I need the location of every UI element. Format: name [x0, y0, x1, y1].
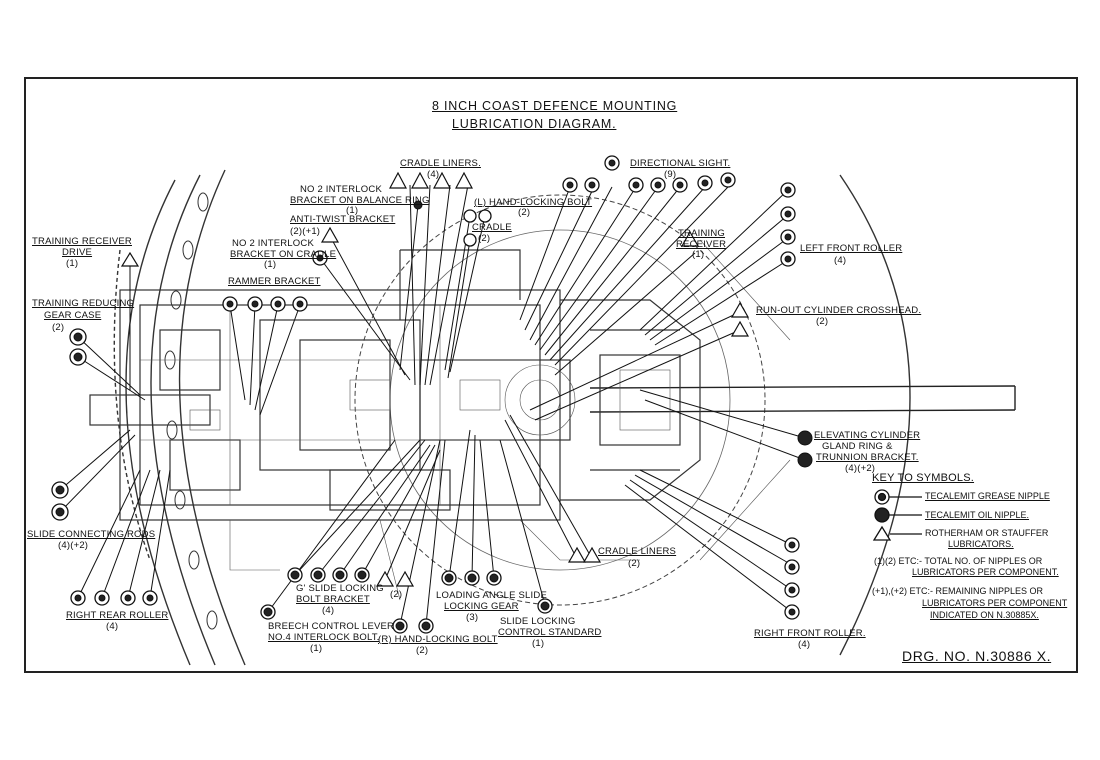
count-training-receiver-drive: (1) [66, 258, 79, 269]
key-oil-nipple: TECALEMIT OIL NIPPLE. [925, 510, 1030, 520]
label-training-reducing-line1: TRAINING REDUCING [32, 298, 135, 309]
count-cradle: (2) [478, 233, 491, 244]
leader-lines [59, 184, 806, 626]
count-r-hand-locking-bolt: (2) [416, 645, 429, 656]
count-slide-connecting-rods: (4)(+2) [58, 540, 89, 551]
count-g-slide-locking: (4) [322, 605, 335, 616]
count-loading-angle: (3) [466, 612, 479, 623]
count-anti-twist-bracket: (2)(+1) [290, 226, 321, 237]
count-cradle-liners-top: (4) [427, 169, 440, 180]
count-training-reducing: (2) [52, 322, 65, 333]
label-loading-angle-line2: LOCKING GEAR [444, 601, 519, 612]
diagram-subtitle: LUBRICATION DIAGRAM. [452, 117, 617, 131]
count-left-front-roller: (4) [834, 255, 847, 266]
label-no2-interlock-balance-line2: BRACKET ON BALANCE RING [290, 195, 430, 206]
count-elevating: (4)(+2) [845, 463, 876, 474]
label-g-slide-locking-line1: G' SLIDE LOCKING [296, 583, 384, 594]
label-breech-control-line1: BREECH CONTROL LEVER [268, 621, 395, 632]
key-rotherham-line2: LUBRICATORS. [948, 539, 1014, 549]
diagram-title: 8 INCH COAST DEFENCE MOUNTING [432, 99, 678, 113]
drawing-number: DRG. NO. N.30886 X. [902, 648, 1052, 664]
label-anti-twist-bracket: ANTI-TWIST BRACKET [290, 214, 396, 225]
label-loading-angle-line1: LOADING ANGLE SLIDE [436, 590, 547, 601]
label-training-reducing-line2: GEAR CASE [44, 310, 102, 321]
count-breech-control: (1) [310, 643, 323, 654]
label-elevating-line2: GLAND RING & [822, 441, 893, 452]
key-rotherham-line1: ROTHERHAM OR STAUFFER [925, 528, 1049, 538]
key-grease-nipple: TECALEMIT GREASE NIPPLE [925, 491, 1050, 501]
label-l-hand-locking-bolt: (L) HAND-LOCKING BOLT [474, 197, 593, 208]
label-left-front-roller: LEFT FRONT ROLLER [800, 243, 903, 254]
label-no2-interlock-balance-line1: NO 2 INTERLOCK [300, 184, 382, 195]
key-total-line1: (1)(2) ETC:- TOTAL NO. OF NIPPLES OR [874, 556, 1043, 566]
label-rammer-bracket: RAMMER BRACKET [228, 276, 321, 287]
key-remaining-line2: LUBRICATORS PER COMPONENT [922, 598, 1068, 608]
label-cradle: CRADLE [472, 222, 512, 233]
label-run-out-cylinder: RUN-OUT CYLINDER CROSSHEAD. [756, 305, 922, 316]
label-r-hand-locking-bolt: (R) HAND-LOCKING BOLT [378, 634, 498, 645]
oil-nipples [55, 159, 813, 631]
count-no2-interlock-balance: (1) [346, 205, 359, 216]
count-slide-locking-control: (1) [532, 638, 545, 649]
key-total-line2: LUBRICATORS PER COMPONENT. [912, 567, 1059, 577]
label-cradle-liners-bottom: CRADLE LINERS [598, 546, 677, 557]
label-cradle-liners-top: CRADLE LINERS. [400, 158, 481, 169]
count-triangles-bottom: (2) [390, 589, 403, 600]
label-no2-interlock-cradle-line2: BRACKET ON CRADLE [230, 249, 337, 260]
label-breech-control-line2: NO.4 INTERLOCK BOLT. [268, 632, 380, 643]
label-right-front-roller: RIGHT FRONT ROLLER. [754, 628, 866, 639]
key-symbols [872, 489, 922, 541]
label-elevating-line1: ELEVATING CYLINDER [814, 430, 921, 441]
gun-barrel [589, 385, 1016, 413]
lubricator-triangles [120, 171, 750, 587]
count-training-receiver-right: (1) [692, 249, 705, 260]
count-no2-interlock-cradle: (1) [264, 259, 277, 270]
key-heading: KEY TO SYMBOLS. [872, 472, 975, 484]
label-slide-locking-control-line1: SLIDE LOCKING [500, 616, 576, 627]
count-directional-sight: (9) [664, 169, 677, 180]
count-l-hand-locking-bolt: (2) [518, 207, 531, 218]
racer-ring [113, 169, 911, 666]
label-g-slide-locking-line2: BOLT BRACKET [296, 594, 370, 605]
key-remaining-line3: INDICATED ON N.30885X. [930, 610, 1039, 620]
count-right-front-roller: (4) [798, 639, 811, 650]
label-right-rear-roller: RIGHT REAR ROLLER [66, 610, 169, 621]
label-training-receiver-right-line1: TRAINING [678, 228, 725, 239]
label-slide-locking-control-line2: CONTROL STANDARD [498, 627, 602, 638]
count-run-out-cylinder: (2) [816, 316, 829, 327]
count-cradle-liners-bottom: (2) [628, 558, 641, 569]
label-training-receiver-drive-line1: TRAINING RECEIVER [32, 236, 132, 247]
label-no2-interlock-cradle-line1: NO 2 INTERLOCK [232, 238, 314, 249]
key-remaining-line1: (+1),(+2) ETC:- REMAINING NIPPLES OR [872, 586, 1044, 596]
label-training-receiver-drive-line2: DRIVE [62, 247, 93, 258]
label-slide-connecting-rods: SLIDE CONNECTING RODS [27, 529, 156, 540]
label-elevating-line3: TRUNNION BRACKET. [816, 452, 919, 463]
label-directional-sight: DIRECTIONAL SIGHT. [630, 158, 731, 169]
count-right-rear-roller: (4) [106, 621, 119, 632]
label-training-receiver-right-line2: RECEIVER [676, 239, 727, 250]
carriage-body [89, 249, 701, 521]
ring-bolt-holes [164, 192, 218, 630]
